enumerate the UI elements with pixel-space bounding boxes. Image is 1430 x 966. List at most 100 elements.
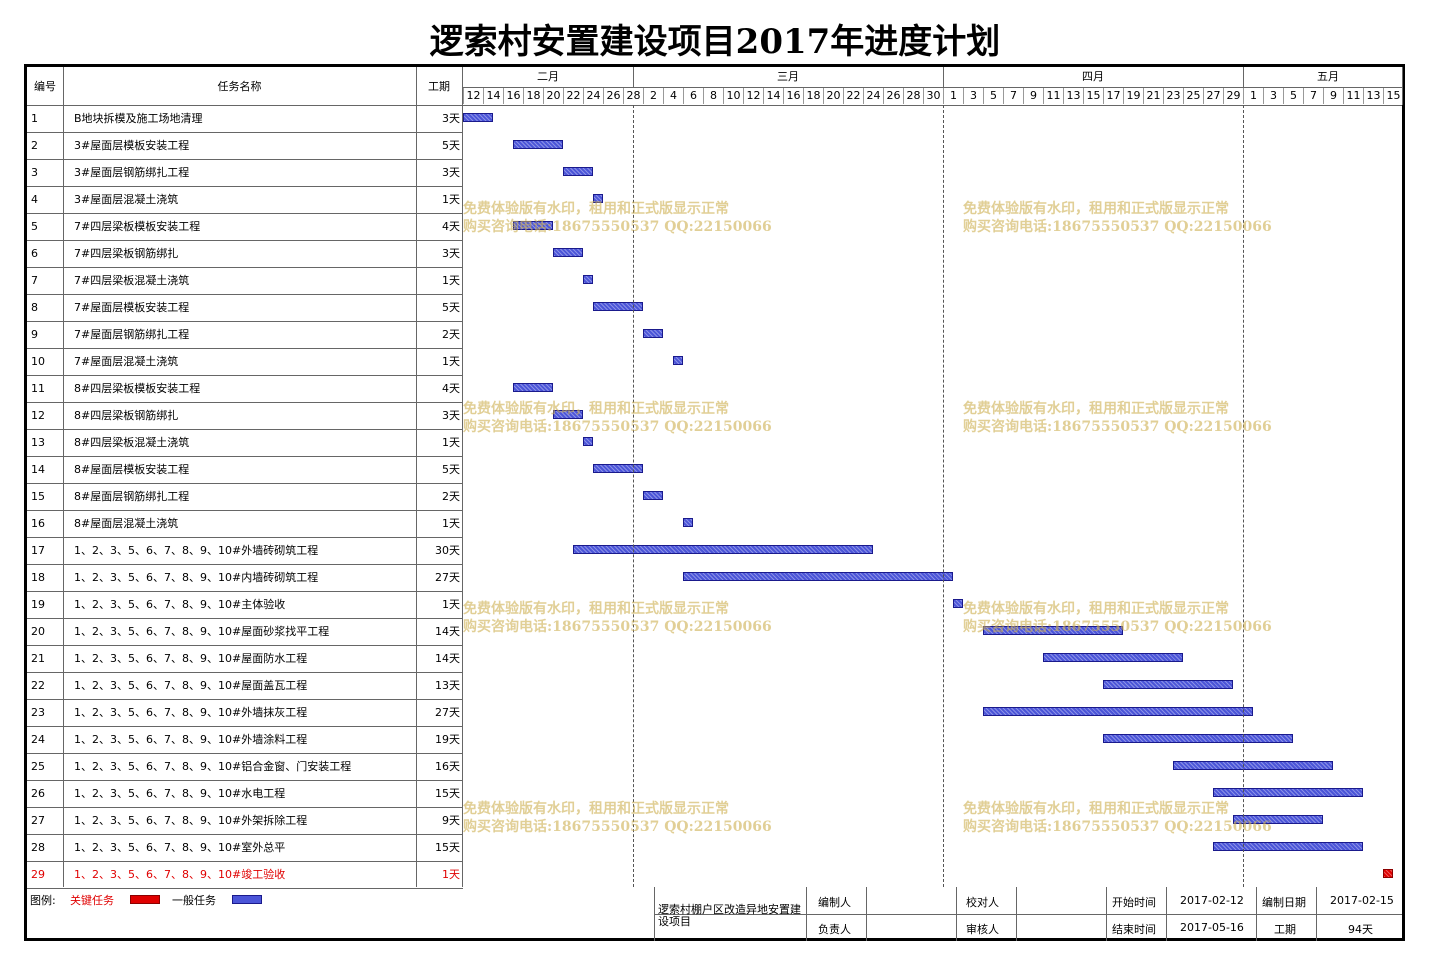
task-name: 8#屋面层混凝土浇筑 [74, 517, 179, 530]
footer-col-divider [1316, 887, 1317, 941]
gantt-frame [24, 64, 1405, 941]
day-label: 14 [763, 88, 783, 104]
task-bar[interactable] [643, 491, 663, 500]
row-divider [27, 537, 463, 538]
task-bar[interactable] [1233, 815, 1323, 824]
watermark-line1: 免费体验版有水印，租用和正式版显示正常 [463, 201, 729, 217]
task-bar[interactable] [553, 410, 583, 419]
task-duration: 1天 [442, 274, 460, 287]
task-id: 2 [31, 139, 38, 152]
day-label: 27 [1203, 88, 1223, 104]
day-label: 5 [983, 88, 1003, 104]
task-name: 3#屋面层模板安装工程 [74, 139, 190, 152]
footer-col-divider [956, 887, 957, 941]
day-label: 4 [663, 88, 683, 104]
task-bar[interactable] [983, 707, 1253, 716]
row-divider [27, 780, 463, 781]
task-bar[interactable] [683, 518, 693, 527]
task-bar[interactable] [513, 140, 563, 149]
day-label: 12 [463, 88, 483, 104]
month-label: 三月 [777, 70, 799, 83]
month-boundary-line [943, 105, 944, 887]
task-bar[interactable] [1043, 653, 1183, 662]
task-bar[interactable] [983, 626, 1123, 635]
footer-start-label: 开始时间 [1112, 896, 1156, 909]
task-bar[interactable] [463, 113, 493, 122]
watermark: 免费体验版有水印，租用和正式版显示正常购买咨询电话:18675550537 QQ… [463, 200, 772, 236]
day-label: 26 [883, 88, 903, 104]
header-id: 编号 [34, 80, 56, 93]
task-name: 1、2、3、5、6、7、8、9、10#屋面盖瓦工程 [74, 679, 308, 692]
task-duration: 30天 [435, 544, 460, 557]
footer-col-divider [1256, 887, 1257, 941]
task-name: 8#屋面层钢筋绑扎工程 [74, 490, 190, 503]
task-id: 19 [31, 598, 45, 611]
task-bar[interactable] [953, 599, 963, 608]
day-label: 13 [1063, 88, 1083, 104]
footer-reviewer-label: 审核人 [966, 923, 999, 936]
task-duration: 2天 [442, 490, 460, 503]
task-id: 6 [31, 247, 38, 260]
task-bar[interactable] [673, 356, 683, 365]
day-label: 5 [1283, 88, 1303, 104]
task-duration: 4天 [442, 220, 460, 233]
task-bar[interactable] [593, 302, 643, 311]
day-label: 8 [703, 88, 723, 104]
day-label: 24 [863, 88, 883, 104]
day-label: 3 [1263, 88, 1283, 104]
row-divider [27, 402, 463, 403]
day-label: 13 [1363, 88, 1383, 104]
task-bar[interactable] [573, 545, 873, 554]
footer-start: 2017-02-12 [1180, 894, 1244, 907]
legend-normal-label: 一般任务 [172, 894, 216, 907]
task-name: 7#四层梁板混凝土浇筑 [74, 274, 190, 287]
task-bar[interactable] [1213, 788, 1363, 797]
task-id: 10 [31, 355, 45, 368]
watermark-line2: 购买咨询电话:18675550537 QQ:22150066 [963, 419, 1272, 435]
task-name: 1、2、3、5、6、7、8、9、10#屋面防水工程 [74, 652, 308, 665]
task-bar[interactable] [1103, 734, 1293, 743]
task-bar[interactable] [643, 329, 663, 338]
task-id: 11 [31, 382, 45, 395]
task-bar[interactable] [583, 437, 593, 446]
day-label: 18 [803, 88, 823, 104]
task-bar[interactable] [513, 221, 553, 230]
day-label: 18 [523, 88, 543, 104]
task-duration: 1天 [442, 598, 460, 611]
task-name: 8#屋面层模板安装工程 [74, 463, 190, 476]
task-duration: 15天 [435, 841, 460, 854]
task-name: 8#四层梁板混凝土浇筑 [74, 436, 190, 449]
task-bar[interactable] [1173, 761, 1333, 770]
task-id: 16 [31, 517, 45, 530]
row-divider [27, 456, 463, 457]
task-bar[interactable] [1103, 680, 1233, 689]
col-divider [63, 67, 64, 887]
task-bar[interactable] [553, 248, 583, 257]
watermark-line1: 免费体验版有水印，租用和正式版显示正常 [463, 601, 729, 617]
task-bar[interactable] [1383, 869, 1393, 878]
row-divider [27, 375, 463, 376]
day-label: 16 [783, 88, 803, 104]
task-id: 26 [31, 787, 45, 800]
task-bar[interactable] [563, 167, 593, 176]
month-label: 五月 [1317, 70, 1339, 83]
day-label: 12 [743, 88, 763, 104]
task-name: 1、2、3、5、6、7、8、9、10#外墙砖砌筑工程 [74, 544, 319, 557]
task-id: 23 [31, 706, 45, 719]
col-divider [416, 67, 417, 887]
task-bar[interactable] [1213, 842, 1363, 851]
task-bar[interactable] [683, 572, 953, 581]
task-bar[interactable] [593, 194, 603, 203]
page-title: 逻索村安置建设项目2017年进度计划 [429, 22, 1001, 62]
row-divider [27, 726, 463, 727]
row-divider [27, 861, 463, 862]
task-bar[interactable] [593, 464, 643, 473]
footer-col-divider [654, 887, 655, 941]
task-duration: 5天 [442, 301, 460, 314]
day-label: 29 [1223, 88, 1243, 104]
watermark-line1: 免费体验版有水印，租用和正式版显示正常 [963, 201, 1229, 217]
task-bar[interactable] [583, 275, 593, 284]
task-bar[interactable] [513, 383, 553, 392]
task-id: 13 [31, 436, 45, 449]
task-id: 20 [31, 625, 45, 638]
